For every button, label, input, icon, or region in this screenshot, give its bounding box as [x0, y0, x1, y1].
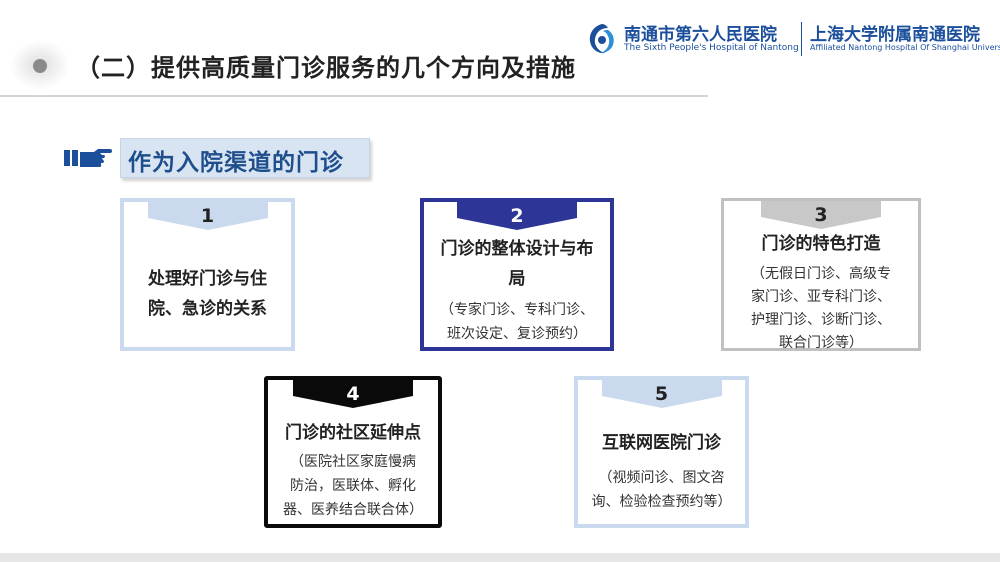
- card-heading-line: 门诊的社区延伸点: [285, 423, 421, 443]
- card-description: （医院社区家庭慢病 防治，医联体、孵化 器、医养结合联合体）: [268, 450, 438, 522]
- card-heading: 门诊的特色打造: [724, 229, 918, 259]
- card-description: （无假日门诊、高级专 家门诊、亚专科门诊、 护理门诊、诊断门诊、 联合门诊等）: [724, 263, 918, 355]
- pointing-hand-icon: [64, 149, 112, 167]
- logo-affiliate-name-cn: 上海大学附属南通医院: [810, 25, 980, 45]
- card-heading: 门诊的社区延伸点: [268, 418, 438, 448]
- card-heading-line: 门诊的特色打造: [761, 234, 881, 254]
- hospital-logo: 南通市第六人民医院 The Sixth People's Hospital of…: [586, 20, 1000, 60]
- logo-affiliate-name-en: Affiliated Nantong Hospital Of Shanghai …: [810, 43, 1000, 52]
- section-heading-box: [120, 138, 370, 178]
- card-description-line: （视频问诊、图文咨: [598, 470, 725, 486]
- card-description-line: 器、医养结合联合体）: [283, 502, 423, 518]
- card-description-line: 询、检验检查预约等）: [591, 494, 732, 510]
- card-number: 2: [510, 205, 524, 227]
- card-description-line: （医院社区家庭慢病: [290, 454, 416, 470]
- card-number: 4: [346, 383, 360, 405]
- card-heading-line: 互联网医院门诊: [602, 433, 721, 453]
- card-heading: 处理好门诊与住 院、急诊的关系: [124, 264, 291, 324]
- slide-title: （二）提供高质量门诊服务的几个方向及措施: [76, 54, 576, 82]
- card-number: 5: [654, 383, 669, 405]
- logo-hospital-name-cn: 南通市第六人民医院: [624, 25, 777, 45]
- card-tab: [293, 380, 413, 408]
- card-number: 3: [814, 204, 828, 226]
- direction-card-4: 4 门诊的社区延伸点 （医院社区家庭慢病 防治，医联体、孵化 器、医养结合联合体…: [264, 376, 442, 528]
- card-description: （视频问诊、图文咨 询、检验检查预约等）: [578, 466, 745, 514]
- card-tab: [457, 202, 577, 230]
- card-description-line: 家门诊、亚专科门诊、: [751, 289, 891, 305]
- card-description-line: 班次设定、复诊预约）: [447, 326, 587, 342]
- card-tab: [761, 201, 881, 229]
- card-description-line: （专家门诊、专科门诊、: [440, 302, 594, 318]
- card-tab: [147, 202, 268, 230]
- card-description-line: （无假日门诊、高级专: [751, 266, 891, 282]
- logo-separator: [801, 22, 802, 56]
- section-title: 作为入院渠道的门诊: [128, 150, 344, 176]
- card-heading-line: 院、急诊的关系: [148, 299, 267, 319]
- title-bullet: [33, 59, 47, 73]
- card-number: 1: [200, 205, 215, 227]
- card-heading: 互联网医院门诊: [578, 428, 745, 458]
- footer-bar: [0, 553, 1000, 562]
- direction-card-5: 5 互联网医院门诊 （视频问诊、图文咨 询、检验检查预约等）: [574, 376, 749, 528]
- card-description: （专家门诊、专科门诊、 班次设定、复诊预约）: [424, 298, 610, 346]
- card-heading-line: 局: [508, 269, 526, 289]
- card-description-line: 防治，医联体、孵化: [290, 478, 416, 494]
- title-divider: [0, 95, 708, 97]
- direction-card-3: 3 门诊的特色打造 （无假日门诊、高级专 家门诊、亚专科门诊、 护理门诊、诊断门…: [721, 198, 921, 351]
- card-tab: [601, 380, 722, 408]
- card-heading-line: 处理好门诊与住: [148, 269, 267, 289]
- card-description-line: 联合门诊等）: [779, 335, 863, 351]
- direction-card-1: 1 处理好门诊与住 院、急诊的关系: [120, 198, 295, 351]
- direction-card-2: 2 门诊的整体设计与布 局 （专家门诊、专科门诊、 班次设定、复诊预约）: [420, 198, 614, 351]
- card-description-line: 护理门诊、诊断门诊、: [751, 312, 891, 328]
- hospital-emblem-icon: [589, 24, 614, 54]
- card-heading-line: 门诊的整体设计与布: [440, 239, 594, 259]
- card-heading: 门诊的整体设计与布 局: [424, 234, 610, 294]
- logo-hospital-name-en: The Sixth People's Hospital of Nantong: [624, 43, 799, 53]
